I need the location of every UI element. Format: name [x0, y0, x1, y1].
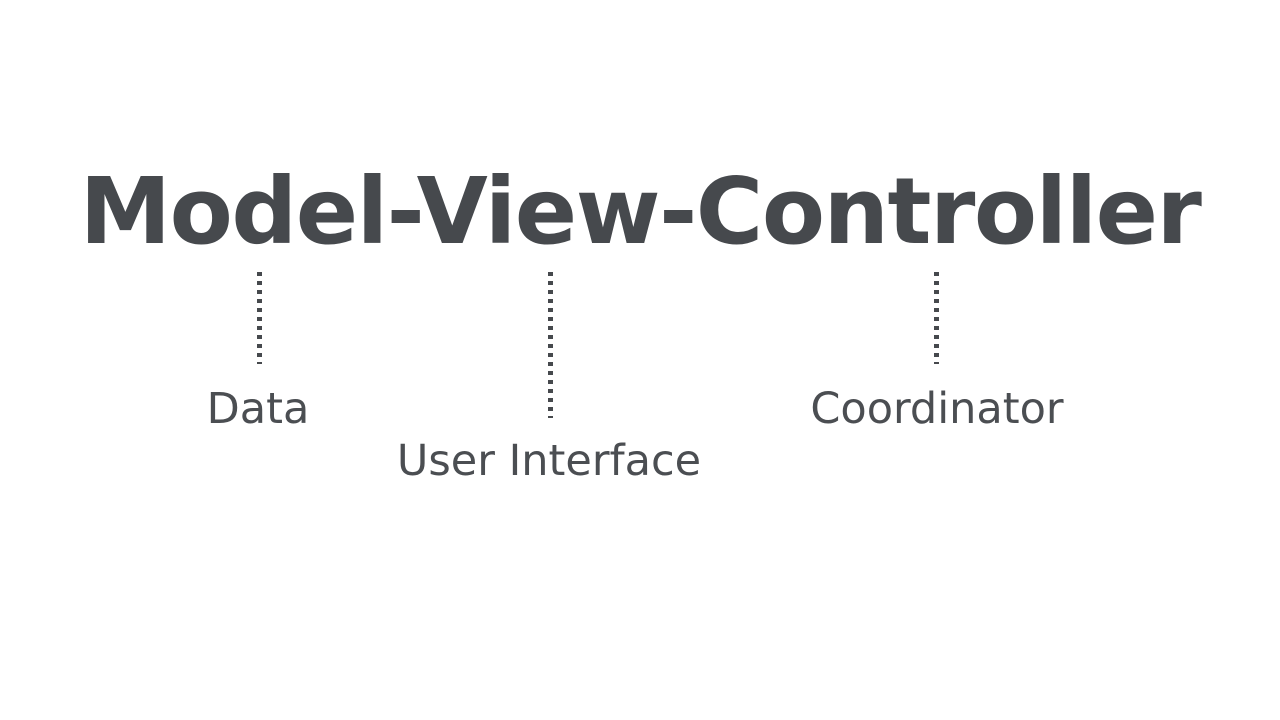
dotted-connector-controller [934, 272, 939, 364]
annotation-label-controller: Coordinator [810, 384, 1064, 434]
annotation-label-view: User Interface [396, 436, 702, 486]
dotted-connector-model [257, 272, 262, 364]
page-title: Model-View-Controller [79, 158, 1202, 265]
annotation-label-model: Data [206, 384, 310, 434]
dotted-connector-view [548, 272, 553, 418]
